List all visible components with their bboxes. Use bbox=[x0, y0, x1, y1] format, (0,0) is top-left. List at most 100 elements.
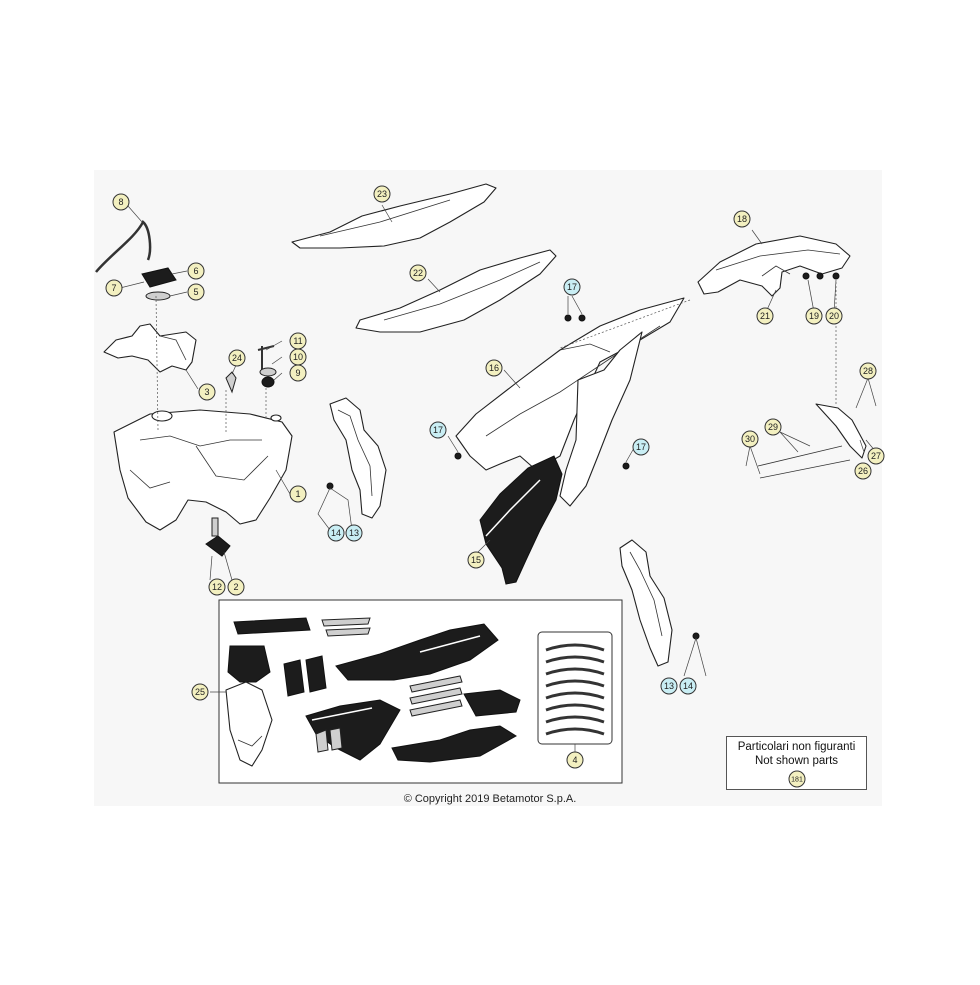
decal-fork-guard-2 bbox=[305, 655, 327, 693]
svg-text:4: 4 bbox=[572, 755, 577, 765]
callout-14-right: 14 bbox=[679, 677, 697, 695]
filler-neck bbox=[151, 410, 173, 422]
seat-upper bbox=[291, 183, 497, 249]
callout-30: 30 bbox=[741, 430, 759, 448]
callout-29: 29 bbox=[764, 418, 782, 436]
washer bbox=[259, 367, 277, 377]
svg-text:10: 10 bbox=[293, 352, 303, 362]
callout-19: 19 bbox=[805, 307, 823, 325]
decal-tank-2 bbox=[391, 725, 517, 763]
decal-kyb-1 bbox=[315, 729, 329, 753]
svg-text:181: 181 bbox=[791, 777, 803, 784]
tank-cover bbox=[103, 323, 197, 373]
svg-text:12: 12 bbox=[212, 582, 222, 592]
fender-bolt-1 bbox=[802, 272, 810, 280]
svg-text:23: 23 bbox=[377, 189, 387, 199]
callout-18: 18 bbox=[733, 210, 751, 228]
callout-16: 16 bbox=[485, 359, 503, 377]
guard-screw-left bbox=[326, 482, 334, 490]
callout-22: 22 bbox=[409, 264, 427, 282]
decal-stripe-1 bbox=[321, 617, 371, 627]
svg-text:6: 6 bbox=[193, 266, 198, 276]
decal-side-panel-1 bbox=[335, 623, 499, 681]
rear-fender-mount bbox=[761, 265, 791, 277]
callout-12: 12 bbox=[208, 578, 226, 596]
seat-lower-seam bbox=[383, 261, 541, 321]
decal-stripe-2 bbox=[325, 627, 371, 637]
support-line-2 bbox=[759, 459, 851, 479]
radiator-guard-right bbox=[619, 539, 673, 667]
callout-20: 20 bbox=[825, 307, 843, 325]
callout-6: 6 bbox=[187, 262, 205, 280]
callout-17-left: 17 bbox=[429, 421, 447, 439]
svg-text:21: 21 bbox=[760, 311, 770, 321]
decal-tank-1 bbox=[463, 689, 521, 717]
svg-text:14: 14 bbox=[331, 528, 341, 538]
callout-10: 10 bbox=[289, 348, 307, 366]
not-shown-label-it: Particolari non figuranti bbox=[737, 741, 856, 753]
callout-13-left: 13 bbox=[345, 524, 363, 542]
callout-15: 15 bbox=[467, 551, 485, 569]
number-plate-stripe bbox=[485, 479, 541, 537]
decal-kyb-2 bbox=[329, 727, 343, 751]
tank-vent bbox=[270, 414, 282, 422]
clip bbox=[225, 371, 237, 394]
callout-25: 25 bbox=[191, 683, 209, 701]
tank-cover-detail bbox=[159, 335, 187, 361]
fender-nut bbox=[832, 272, 840, 280]
support-line-1 bbox=[757, 445, 843, 467]
callout-24: 24 bbox=[228, 349, 246, 367]
svg-text:17: 17 bbox=[567, 282, 577, 292]
svg-text:2: 2 bbox=[233, 582, 238, 592]
fuel-cap bbox=[141, 267, 177, 288]
callout-27: 27 bbox=[867, 447, 885, 465]
svg-text:9: 9 bbox=[295, 368, 300, 378]
radiator-guard-left bbox=[329, 397, 387, 519]
number-plate-side bbox=[479, 455, 563, 585]
fuel-tank-pocket bbox=[195, 445, 269, 481]
fuel-tank-ridge bbox=[139, 435, 262, 447]
copyright-notice: © Copyright 2019 Betamotor S.p.A. bbox=[403, 793, 577, 805]
rear-fender-ridge bbox=[715, 249, 841, 271]
svg-text:22: 22 bbox=[413, 268, 423, 278]
callout-14-left: 14 bbox=[327, 524, 345, 542]
panel-screw-2 bbox=[578, 314, 586, 322]
svg-text:25: 25 bbox=[195, 687, 205, 697]
decal-fork-1 bbox=[233, 617, 311, 635]
svg-text:3: 3 bbox=[204, 387, 209, 397]
svg-text:27: 27 bbox=[871, 451, 881, 461]
svg-text:13: 13 bbox=[349, 528, 359, 538]
svg-text:19: 19 bbox=[809, 311, 819, 321]
not-shown-label-en: Not shown parts bbox=[754, 755, 839, 767]
svg-text:29: 29 bbox=[768, 422, 778, 432]
svg-text:20: 20 bbox=[829, 311, 839, 321]
svg-text:15: 15 bbox=[471, 555, 481, 565]
decal-stripe-3 bbox=[409, 675, 463, 693]
rim-decal-arcs bbox=[545, 643, 605, 736]
svg-text:30: 30 bbox=[745, 434, 755, 444]
svg-text:7: 7 bbox=[111, 283, 116, 293]
svg-text:1: 1 bbox=[295, 489, 300, 499]
decal-stripe-5 bbox=[409, 699, 463, 717]
svg-text:28: 28 bbox=[863, 366, 873, 376]
svg-text:17: 17 bbox=[433, 425, 443, 435]
fuel-tank-lower-line bbox=[129, 469, 171, 489]
seat-upper-seam bbox=[319, 199, 451, 237]
callout-5: 5 bbox=[187, 283, 205, 301]
side-panel-right bbox=[559, 331, 643, 507]
panel-screw-3 bbox=[454, 452, 462, 460]
not-shown-parts-box: Particolari non figuranti Not shown part… bbox=[726, 736, 867, 790]
callout-3: 3 bbox=[198, 383, 216, 401]
callout-23: 23 bbox=[373, 185, 391, 203]
rear-fender bbox=[697, 235, 851, 297]
svg-text:13: 13 bbox=[664, 681, 674, 691]
decal-front-fender-graphic bbox=[237, 735, 263, 747]
side-panel-left-notch bbox=[559, 343, 611, 353]
callout-28: 28 bbox=[859, 362, 877, 380]
panel-screw-4 bbox=[622, 462, 630, 470]
decal-front-fender bbox=[225, 681, 273, 767]
cap-gasket bbox=[145, 291, 171, 301]
svg-text:17: 17 bbox=[636, 442, 646, 452]
fuel-tap-stem bbox=[211, 517, 219, 537]
svg-text:24: 24 bbox=[232, 353, 242, 363]
